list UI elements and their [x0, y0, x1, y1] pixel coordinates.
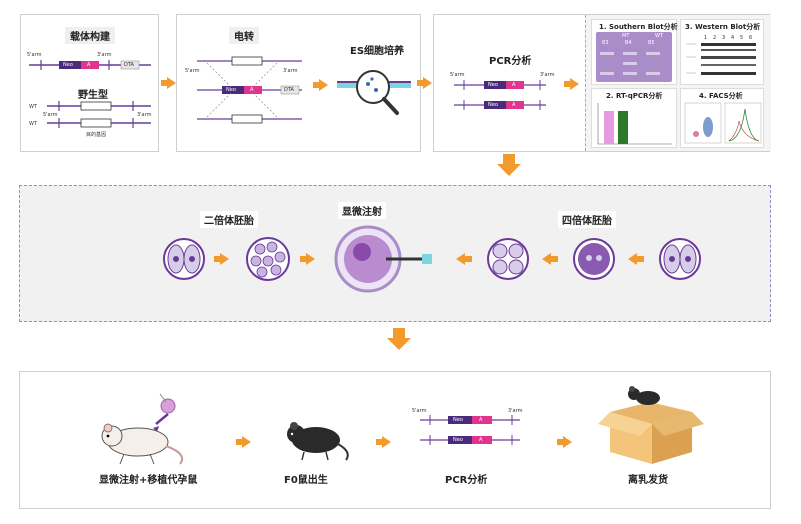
arrow-left [542, 253, 558, 265]
vector-panel: 载体构建 5'arm 3'arm Neo A DTA 野生型 WT 5'arm … [20, 14, 159, 152]
vector-construct [29, 60, 151, 70]
western-title: 3. Western Blot分析 [685, 23, 761, 31]
pcr-arm5-bottom: 5'arm [412, 408, 427, 414]
arrow-right [564, 78, 579, 90]
embryo-panel: 二倍体胚胎 显微注射 四倍体胚胎 [19, 185, 771, 322]
pcr-neo1-bottom: Neo [453, 417, 463, 423]
vector-neo: Neo [63, 62, 73, 68]
facs-panel: 4. FACS分析 [680, 88, 764, 148]
arrow-down [387, 328, 411, 350]
western-lane-6: 6 [749, 35, 753, 41]
electro-neo: Neo [226, 87, 236, 93]
southern-bands [600, 52, 660, 75]
pcr-a1-bottom: A [479, 417, 483, 423]
tetraploid-title: 四倍体胚胎 [558, 211, 616, 228]
wt-label-1: WT [29, 104, 37, 110]
es-magnifier-icon [337, 70, 411, 115]
pcr-arm5-top: 5'arm [450, 72, 465, 78]
pcr-neo1-top: Neo [488, 82, 498, 88]
electro-diagram [197, 56, 302, 124]
injection-title: 显微注射 [338, 202, 386, 219]
arrow-left [628, 253, 644, 265]
pcr-title-top: PCR分析 [484, 51, 537, 68]
arrow-right [236, 436, 251, 448]
vector-dta: DTA [124, 62, 134, 68]
facs-plots [684, 102, 762, 144]
arrow-right [557, 436, 572, 448]
arrow-right [313, 79, 328, 91]
southern-mt: MT [622, 33, 630, 39]
electro-a: A [250, 87, 254, 93]
electro-title: 电转 [229, 27, 259, 44]
shipping-box-icon [598, 386, 704, 464]
embryo-4cell-icon [487, 238, 529, 280]
vector-arm3: 3'arm [97, 52, 112, 58]
f0-mouse-icon [287, 422, 349, 461]
embryo-morula-icon [246, 237, 290, 281]
vector-arm5: 5'arm [27, 52, 42, 58]
western-lane-5: 5 [740, 35, 744, 41]
diploid-title: 二倍体胚胎 [200, 211, 258, 228]
wt-label-2: WT [29, 121, 37, 127]
facs-title: 4. FACS分析 [699, 92, 743, 100]
pcr-neo2-top: Neo [488, 102, 498, 108]
wt-arm5: 5'arm [43, 112, 58, 118]
pcr-neo2-bottom: Neo [453, 437, 463, 443]
vector-title: 载体构建 [65, 27, 115, 44]
electro-es-panel: 电转 ES细胞培养 5'arm 3'arm Neo A DTA [176, 14, 421, 152]
arrow-right [417, 77, 432, 89]
vector-a: A [87, 62, 91, 68]
arrow-right [376, 436, 391, 448]
western-lane-4: 4 [731, 35, 735, 41]
pcr-arm3-bottom: 3'arm [508, 408, 523, 414]
pcr-a2-top: A [512, 102, 516, 108]
arrow-down [497, 154, 521, 176]
embryo-fused-icon [573, 238, 615, 280]
southern-title: 1. Southern Blot分析 [599, 23, 678, 31]
western-bands [686, 43, 756, 75]
southern-b4: B4 [625, 40, 632, 46]
surrogate-mouse-icon [101, 393, 184, 465]
es-title: ES细胞培养 [345, 41, 410, 58]
wildtype-title: 野生型 [73, 85, 113, 102]
analysis-panel: PCR分析 5'arm 3'arm Neo A Neo A 1. Souther… [433, 14, 771, 152]
step1-caption: 显微注射+移植代孕鼠 [99, 475, 198, 486]
arrow-right [300, 253, 315, 265]
wt-arm3: 3'arm [137, 112, 152, 118]
step2-caption: F0鼠出生 [284, 475, 328, 486]
southern-blot-panel: 1. Southern Blot分析 MT WT B3 B4 B5 [591, 19, 678, 85]
western-lane-1: 1 [704, 35, 708, 41]
rtqpcr-panel: 2. RT-qPCR分析 [591, 88, 677, 148]
pcr-construct-bottom [420, 415, 520, 445]
pcr-arm3-top: 3'arm [540, 72, 555, 78]
wt-target-gene: 目的基因 [86, 132, 107, 138]
electro-dta: DTA [284, 87, 294, 93]
embryo-2cell-icon [163, 238, 205, 280]
step4-caption: 离乳发货 [628, 475, 668, 486]
arrow-left [456, 253, 472, 265]
southern-wt: WT [655, 33, 663, 39]
microinjection-icon [334, 225, 432, 293]
electro-arm5: 5'arm [185, 68, 200, 74]
step3-caption: PCR分析 [445, 475, 488, 486]
mouse-panel: 显微注射+移植代孕鼠 F0鼠出生 5'arm 3'arm Neo A Neo A… [19, 371, 771, 509]
pcr-a1-top: A [512, 82, 516, 88]
western-lane-3: 3 [722, 35, 726, 41]
rtqpcr-chart [597, 103, 672, 145]
pcr-construct-top [454, 80, 546, 110]
southern-b5: B5 [648, 40, 655, 46]
wildtype-construct [47, 101, 151, 128]
electro-arm3: 3'arm [283, 68, 298, 74]
arrow-right [161, 77, 176, 89]
embryo-2cell-right-icon [659, 238, 701, 280]
pcr-a2-bottom: A [479, 437, 483, 443]
southern-b3: B3 [602, 40, 609, 46]
western-lane-2: 2 [713, 35, 717, 41]
arrow-right [214, 253, 229, 265]
western-blot-panel: 3. Western Blot分析 1 2 3 4 5 6 [680, 19, 764, 85]
rtqpcr-title: 2. RT-qPCR分析 [606, 92, 663, 100]
